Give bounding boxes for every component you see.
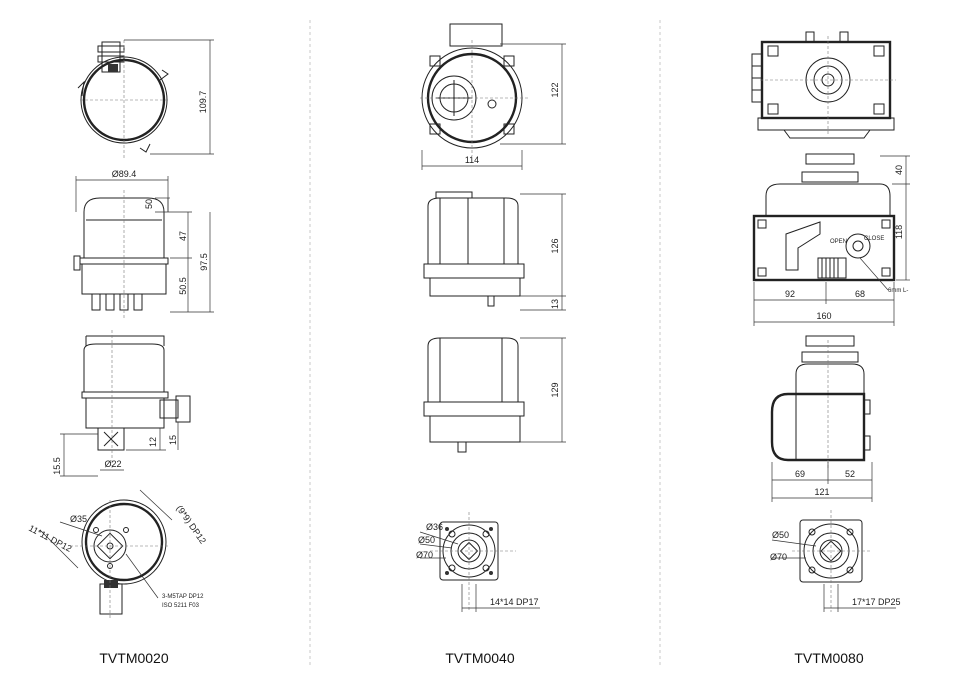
- tvtm0080-dim-70: Ø70: [770, 552, 787, 562]
- tvtm0020-dim-9x9: (9*9) DP12: [174, 503, 208, 545]
- tvtm0020-dim-22: Ø22: [104, 459, 121, 469]
- tvtm0040-dim-50: Ø50: [418, 535, 435, 545]
- model-label-tvtm0080: TVTM0080: [794, 650, 864, 666]
- model-label-tvtm0020: TVTM0020: [99, 650, 169, 666]
- model-label-tvtm0040: TVTM0040: [445, 650, 515, 666]
- tvtm0080-dim-92: 92: [785, 289, 795, 299]
- tvtm0080-dim-69: 69: [795, 469, 805, 479]
- tvtm0080-open-label: OPEN: [830, 239, 847, 245]
- tvtm0040-dim-14x14: 14*14 DP17: [490, 597, 539, 607]
- tvtm0020-drawings: 109.7 Ø89.4: [27, 39, 214, 620]
- tvtm0020-dim-47: 47: [178, 231, 188, 241]
- tvtm0040-dim-122: 122: [550, 82, 560, 97]
- tvtm0040-side-view: 129: [423, 337, 566, 453]
- tvtm0080-dim-52: 52: [845, 469, 855, 479]
- tvtm0040-front-view: 126 13: [423, 191, 566, 311]
- tvtm0080-dim-17x17: 17*17 DP25: [852, 597, 901, 607]
- tvtm0080-top-view: [751, 31, 896, 139]
- tvtm0040-dim-70: Ø70: [416, 550, 433, 560]
- tvtm0020-dim-50-5: 50.5: [178, 277, 188, 295]
- tvtm0020-dim-11x11: 11*11 DP12: [27, 523, 73, 554]
- tvtm0020-dim-15-5: 15.5: [52, 457, 62, 475]
- tvtm0020-top-view: 109.7: [77, 39, 214, 158]
- tvtm0020-dim-50: 50: [144, 199, 154, 209]
- tvtm0020-side-view: 15.5 12 15 Ø22: [52, 330, 191, 477]
- tvtm0040-top-view: 122 114: [420, 23, 566, 170]
- tvtm0040-dim-13: 13: [550, 299, 560, 309]
- tvtm0080-bottom-view: Ø50 Ø70 17*17 DP25: [770, 510, 901, 612]
- tvtm0020-iso-note: ISO 5211 F03: [162, 603, 200, 609]
- tvtm0080-dim-68: 68: [855, 289, 865, 299]
- tvtm0020-dim-35: Ø35: [70, 514, 87, 524]
- tvtm0020-bottom-view: Ø35 11*11 DP12 (9*9) DP12 3-M5TAP DP12 I…: [27, 489, 208, 620]
- tvtm0080-dim-118: 118: [894, 225, 904, 239]
- tvtm0020-dim-diameter: Ø89.4: [112, 169, 137, 179]
- tvtm0080-drawings: OPEN CLOSE 6mm L- 40 118 92: [751, 31, 910, 612]
- tvtm0020-dim-97-5: 97.5: [199, 253, 209, 271]
- tvtm0020-front-view: Ø89.4 50 47 97.5 50.5: [73, 169, 214, 318]
- tvtm0040-dim-129: 129: [550, 382, 560, 397]
- tvtm0040-dim-114: 114: [465, 155, 479, 165]
- tvtm0080-side-view: 69 52 121: [770, 335, 873, 502]
- tvtm0020-dim-109-7: 109.7: [198, 91, 208, 114]
- tvtm0080-dim-121: 121: [814, 487, 829, 497]
- tvtm0040-bottom-view: Ø36 Ø50 Ø70 14*14 DP17: [416, 512, 540, 612]
- tvtm0040-dim-126: 126: [550, 238, 560, 253]
- tvtm0080-close-label: CLOSE: [864, 236, 884, 242]
- tvtm0080-dim-160: 160: [816, 311, 831, 321]
- tvtm0080-dim-50: Ø50: [772, 530, 789, 540]
- tvtm0080-spanner-note: 6mm L-: [888, 288, 908, 294]
- tvtm0020-dim-15: 15: [168, 435, 178, 445]
- tvtm0040-drawings: 122 114 126 13: [416, 23, 566, 612]
- tvtm0020-dim-12: 12: [148, 437, 158, 447]
- tvtm0080-front-view: OPEN CLOSE 6mm L- 40 118 92: [752, 153, 910, 326]
- tvtm0080-dim-40: 40: [894, 165, 904, 175]
- tvtm0020-tap-note: 3-M5TAP DP12: [162, 594, 204, 600]
- tvtm0040-dim-36: Ø36: [426, 522, 443, 532]
